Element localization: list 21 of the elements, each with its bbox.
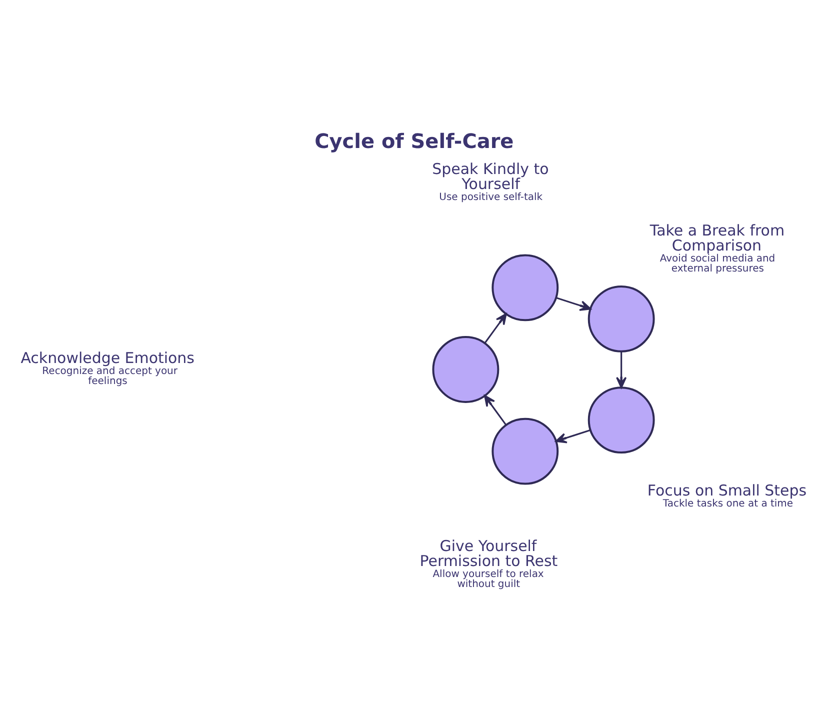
node-label: Speak Kindly to Yourself	[432, 159, 549, 192]
arrow	[616, 350, 627, 388]
node-label: Use positive self-talk	[439, 191, 543, 202]
diagram-title: Cycle of Self-Care	[314, 128, 514, 152]
node-circle	[588, 284, 655, 352]
node-label: Focus on Small Steps	[647, 481, 807, 500]
node-label: Recognize and accept your feelings	[42, 365, 178, 386]
node-label: Take a Break from Comparison	[650, 221, 785, 254]
node-label: Avoid social media and external pressures	[660, 252, 776, 274]
node-label: Give Yourself Permission to Rest	[420, 536, 558, 570]
arrow	[555, 428, 591, 443]
node-circle	[432, 336, 500, 402]
node-label: Tackle tasks one at a time	[662, 498, 794, 510]
node-circle	[492, 417, 559, 484]
node-circle	[588, 386, 655, 453]
arrow	[556, 296, 592, 310]
node-circle	[492, 254, 559, 321]
node-label: Allow yourself to relax without guilt	[432, 568, 544, 590]
node-label: Acknowledge Emotions	[20, 348, 194, 366]
arrow	[484, 312, 507, 344]
arrow	[484, 394, 507, 425]
